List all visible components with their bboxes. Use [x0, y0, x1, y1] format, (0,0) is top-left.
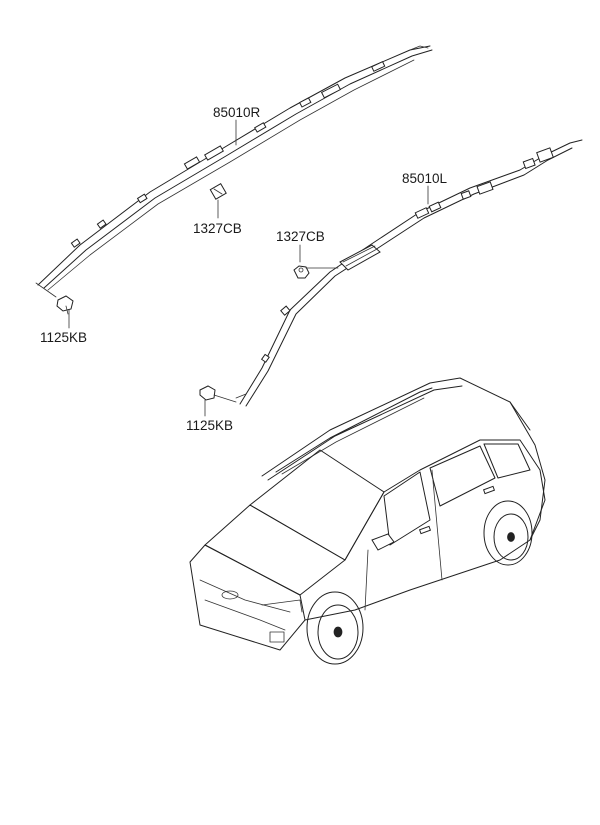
part-label-1327cb-left: 1327CB [276, 229, 325, 244]
bolt-1125kb-right[interactable] [35, 282, 74, 315]
part-label-85010r: 85010R [213, 105, 261, 120]
part-label-1125kb-right: 1125KB [40, 330, 88, 345]
part-label-1327cb-right: 1327CB [193, 221, 242, 236]
part-label-85010l: 85010L [402, 171, 448, 186]
curtain-airbag-right[interactable] [37, 45, 433, 291]
front-wheel [306, 591, 364, 665]
inflator-housing [339, 244, 381, 271]
clip-1327cb-left[interactable] [293, 265, 310, 279]
curtain-airbag-left[interactable] [235, 139, 583, 407]
part-label-1125kb-left: 1125KB [186, 418, 234, 433]
clip-1327cb-right[interactable] [209, 182, 227, 200]
bolt-1125kb-left[interactable] [199, 385, 237, 403]
rear-wheel [483, 500, 533, 566]
vehicle-illustration [189, 377, 546, 665]
